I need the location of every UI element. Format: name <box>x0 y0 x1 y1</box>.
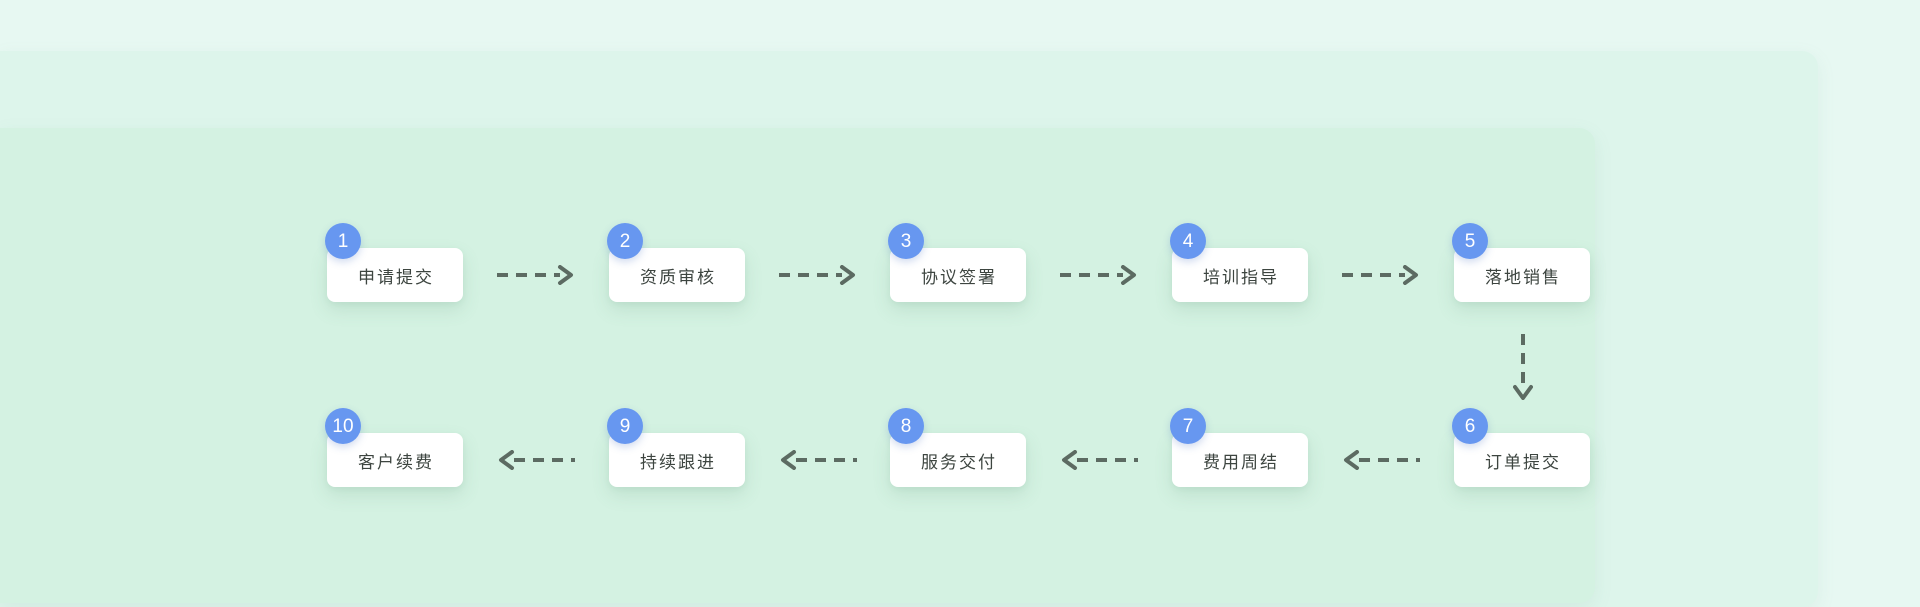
step-number-badge: 9 <box>607 408 643 444</box>
step-number-badge: 6 <box>1452 408 1488 444</box>
arrow-right-1-2-icon <box>497 265 573 285</box>
step-label: 持续跟进 <box>640 452 716 472</box>
step-label: 费用周结 <box>1203 452 1279 472</box>
step-label: 协议签署 <box>921 267 997 287</box>
arrow-left-7-8-icon <box>1062 450 1138 470</box>
flow-step-8: 8 服务交付 <box>888 408 1026 487</box>
flow-step-5: 5 落地销售 <box>1452 223 1590 302</box>
step-label: 落地销售 <box>1485 267 1561 287</box>
step-label: 培训指导 <box>1203 267 1279 287</box>
flow-step-10: 10 客户续费 <box>325 408 463 487</box>
arrow-down-5-6-icon <box>1513 334 1533 400</box>
step-number-badge: 8 <box>888 408 924 444</box>
step-label: 资质审核 <box>640 267 716 287</box>
arrow-right-2-3-icon <box>779 265 855 285</box>
step-label: 客户续费 <box>358 452 434 472</box>
step-label: 订单提交 <box>1485 452 1561 472</box>
step-number-badge: 5 <box>1452 223 1488 259</box>
step-number-badge: 10 <box>325 408 361 444</box>
arrow-right-4-5-icon <box>1342 265 1418 285</box>
arrow-left-9-10-icon <box>499 450 575 470</box>
arrow-left-8-9-icon <box>781 450 857 470</box>
flow-step-1: 1 申请提交 <box>325 223 463 302</box>
step-number-badge: 3 <box>888 223 924 259</box>
step-number-badge: 2 <box>607 223 643 259</box>
inner-panel <box>0 128 1595 603</box>
step-label: 服务交付 <box>921 452 997 472</box>
arrow-right-3-4-icon <box>1060 265 1136 285</box>
flow-step-9: 9 持续跟进 <box>607 408 745 487</box>
step-label: 申请提交 <box>358 267 434 287</box>
flow-step-2: 2 资质审核 <box>607 223 745 302</box>
step-number-badge: 7 <box>1170 408 1206 444</box>
arrow-left-6-7-icon <box>1344 450 1420 470</box>
flow-step-7: 7 费用周结 <box>1170 408 1308 487</box>
step-number-badge: 1 <box>325 223 361 259</box>
step-number-badge: 4 <box>1170 223 1206 259</box>
flow-step-3: 3 协议签署 <box>888 223 1026 302</box>
flow-step-4: 4 培训指导 <box>1170 223 1308 302</box>
flow-step-6: 6 订单提交 <box>1452 408 1590 487</box>
